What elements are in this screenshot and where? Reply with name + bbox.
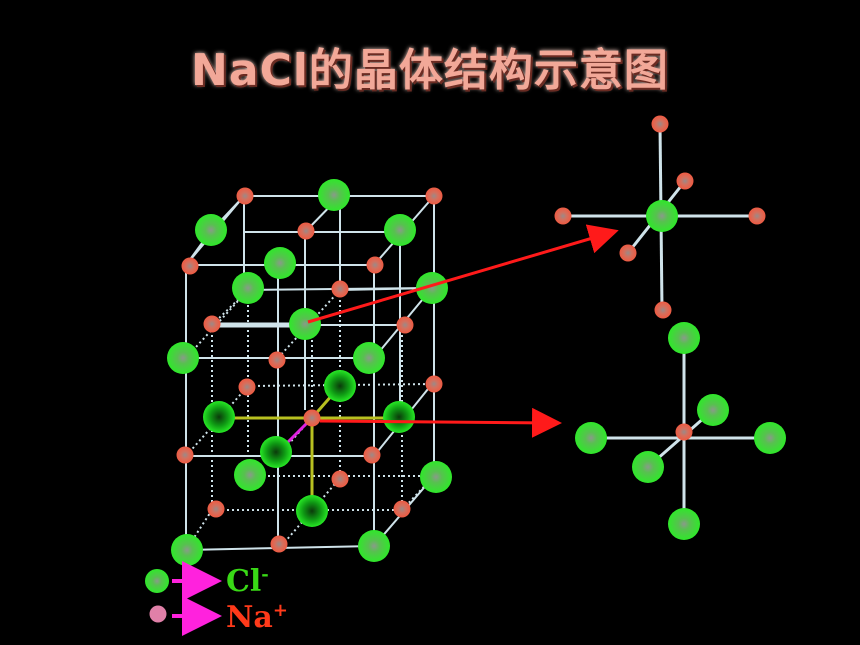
chloride-ion <box>384 214 416 246</box>
sodium-ion <box>425 187 443 205</box>
pointer-arrows <box>307 224 619 438</box>
sodium-ion <box>619 244 637 262</box>
sodium-ion <box>331 280 349 298</box>
legend-na-label: Na+ <box>226 600 288 635</box>
chloride-ion-highlighted <box>296 495 328 527</box>
sodium-ion <box>268 351 286 369</box>
legend-graphics <box>145 561 222 636</box>
chloride-ion <box>754 422 786 454</box>
chloride-ion <box>171 534 203 566</box>
lattice-chloride-ions <box>167 179 452 566</box>
chloride-ion <box>232 272 264 304</box>
chloride-ion <box>668 322 700 354</box>
sodium-ion <box>396 316 414 334</box>
sodium-ion <box>203 315 221 333</box>
sodium-ion <box>297 222 315 240</box>
chloride-ion <box>632 451 664 483</box>
chloride-legend-icon <box>145 569 169 593</box>
chloride-ion <box>195 214 227 246</box>
sodium-ion <box>651 115 669 133</box>
chloride-ion <box>353 342 385 374</box>
chloride-ion <box>575 422 607 454</box>
sodium-ion <box>207 500 225 518</box>
sodium-ion <box>748 207 766 225</box>
chloride-ion <box>697 394 729 426</box>
sodium-ion <box>425 375 443 393</box>
sodium-ion <box>654 301 672 319</box>
sodium-ion <box>393 500 411 518</box>
sodium-ion <box>554 207 572 225</box>
chloride-ion <box>289 308 321 340</box>
sodium-ion <box>181 257 199 275</box>
sodium-ion <box>236 187 254 205</box>
chloride-coordination-diagram <box>554 115 766 319</box>
chloride-ion-highlighted <box>383 401 415 433</box>
sodium-ion-center <box>303 409 321 427</box>
sodium-ion <box>363 446 381 464</box>
slide-title: NaCl的晶体结构示意图 <box>191 45 669 96</box>
chloride-ion-highlighted <box>203 401 235 433</box>
chloride-ion <box>668 508 700 540</box>
chloride-ion-center <box>646 200 678 232</box>
chloride-ion <box>167 342 199 374</box>
sodium-ion-center <box>675 423 693 441</box>
sodium-ion <box>366 256 384 274</box>
chloride-ion-highlighted <box>324 370 356 402</box>
chloride-ion <box>318 179 350 211</box>
chloride-ion-highlighted <box>260 436 292 468</box>
arrow-to-na-coordination <box>319 407 562 438</box>
chloride-ion <box>358 530 390 562</box>
sodium-legend-icon <box>149 605 167 623</box>
sodium-coordination-diagram <box>575 322 786 540</box>
sodium-ion <box>238 378 256 396</box>
chloride-ion <box>234 459 266 491</box>
lattice-sodium-ions <box>176 187 443 553</box>
sodium-ion <box>676 172 694 190</box>
chloride-ion <box>264 247 296 279</box>
arrow-to-cl-coordination <box>307 224 619 324</box>
legend-cl-label: Cl- <box>226 564 269 599</box>
chloride-ion <box>420 461 452 493</box>
sodium-ion <box>176 446 194 464</box>
sodium-ion <box>270 535 288 553</box>
sodium-ion <box>331 470 349 488</box>
chloride-ion <box>416 272 448 304</box>
